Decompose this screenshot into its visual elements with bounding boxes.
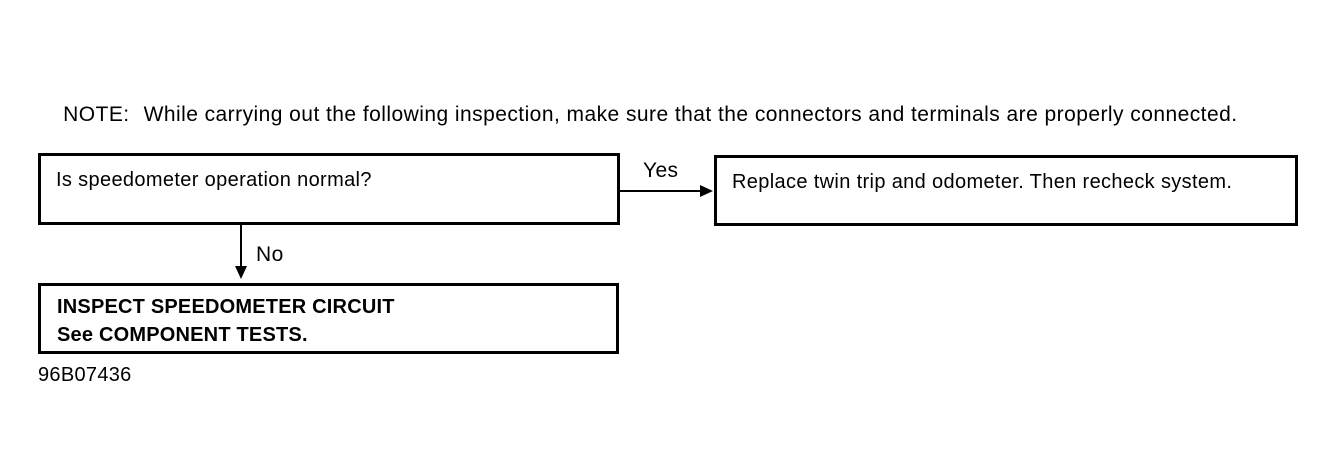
edge-yes-arrowhead-icon bbox=[700, 185, 713, 197]
flowchart-node-question: Is speedometer operation normal? bbox=[38, 153, 620, 225]
flowchart-node-inspect: INSPECT SPEEDOMETER CIRCUIT See COMPONENT… bbox=[38, 283, 619, 354]
note-label: NOTE: bbox=[63, 103, 130, 126]
edge-no-line bbox=[240, 225, 242, 271]
flowchart-node-replace-text: Replace twin trip and odometer. Then rec… bbox=[732, 171, 1233, 193]
flowchart-node-replace: Replace twin trip and odometer. Then rec… bbox=[714, 155, 1298, 226]
flowchart-node-inspect-text: INSPECT SPEEDOMETER CIRCUIT See COMPONENT… bbox=[57, 293, 608, 349]
edge-no-label: No bbox=[256, 243, 284, 266]
flowchart-node-question-text: Is speedometer operation normal? bbox=[56, 169, 372, 191]
flowchart-node-inspect-line2: See COMPONENT TESTS. bbox=[57, 324, 308, 346]
note-paragraph: NOTE: While carrying out the following in… bbox=[38, 70, 1308, 160]
flowchart-node-inspect-line1: INSPECT SPEEDOMETER CIRCUIT bbox=[57, 296, 395, 318]
edge-yes-label: Yes bbox=[643, 159, 679, 182]
edge-no-arrowhead-icon bbox=[235, 266, 247, 279]
edge-yes-line bbox=[620, 190, 702, 192]
note-text: While carrying out the following inspect… bbox=[143, 103, 1238, 126]
figure-reference-code: 96B07436 bbox=[38, 364, 132, 386]
